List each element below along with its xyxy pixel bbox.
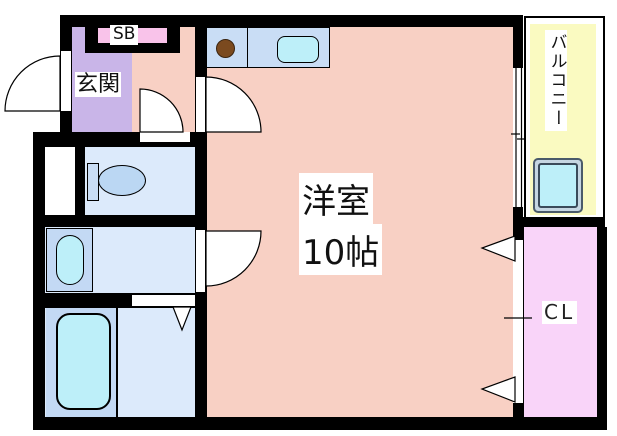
washing-machine-pan-icon — [533, 158, 583, 213]
closet-door-track — [513, 240, 523, 403]
shoe-box-label: SB — [110, 24, 139, 45]
main-room-size: 10帖 — [299, 224, 383, 275]
washroom-door-leaf — [196, 230, 205, 292]
main-room-name: 洋室 — [299, 173, 373, 224]
kitchen-counter — [206, 27, 330, 68]
pipe-space — [45, 147, 75, 215]
entrance-label: 玄関 — [75, 72, 122, 98]
closet-label: CL — [542, 300, 578, 324]
wall-toilet-bottom — [33, 215, 207, 227]
kitchen-sink-icon — [277, 36, 319, 63]
wall-right-upper — [513, 15, 523, 68]
wall-closet-right — [597, 227, 607, 417]
bathtub-icon — [56, 313, 111, 410]
kitchen-counter-divider — [247, 28, 248, 67]
wall-ps-toilet — [75, 147, 85, 215]
balcony-label: バルコニー — [545, 30, 567, 131]
main-room-label: 洋室 10帖 — [299, 173, 383, 275]
wall-left-upper-a — [60, 15, 72, 50]
toilet-icon — [98, 165, 146, 196]
stove-burner-icon — [216, 39, 235, 58]
wall-top — [62, 15, 523, 27]
washing-machine-pan-inner — [538, 163, 578, 208]
washbasin-icon — [56, 235, 84, 285]
wall-bottom — [33, 417, 607, 430]
wall-left-upper-b — [60, 112, 72, 132]
toilet-door-leaf — [140, 132, 190, 142]
entrance-door-arc — [4, 55, 61, 112]
wall-balcony-closet-divider — [513, 217, 605, 227]
wall-left-main — [33, 132, 45, 430]
bathroom-door-opening — [132, 295, 195, 306]
entrance-door-leaf — [60, 50, 72, 112]
hall-door-leaf — [196, 77, 205, 132]
